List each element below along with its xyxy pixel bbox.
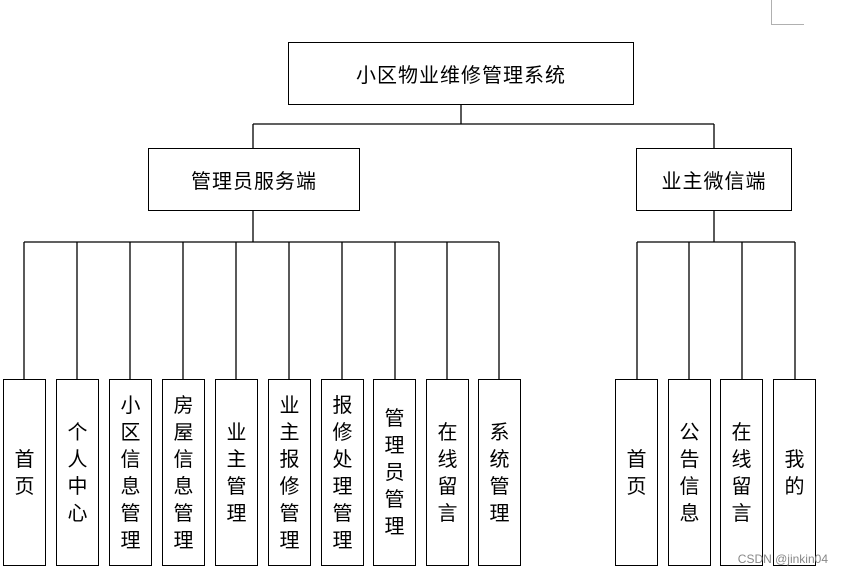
admin-child-node: 报修处理管理	[321, 379, 364, 566]
admin-child-node: 业主管理	[215, 379, 258, 566]
admin-child-label: 首页	[14, 446, 35, 498]
admin-child-label: 业主管理	[226, 419, 247, 525]
owner-label: 业主微信端	[661, 169, 767, 193]
admin-child-node: 首页	[3, 379, 46, 566]
owner-child-node: 公告信息	[668, 379, 711, 566]
admin-child-node: 系统管理	[478, 379, 521, 566]
admin-child-node: 业主报修管理	[268, 379, 311, 566]
owner-child-node: 在线留言	[720, 379, 763, 566]
owner-child-label: 在线留言	[731, 419, 752, 525]
root-label: 小区物业维修管理系统	[356, 63, 566, 87]
admin-child-node: 管理员管理	[373, 379, 416, 566]
admin-child-node: 小区信息管理	[109, 379, 152, 566]
admin-child-label: 个人中心	[67, 419, 88, 525]
admin-child-label: 房屋信息管理	[173, 392, 194, 552]
page-corner-mark	[771, 0, 804, 25]
admin-child-node: 在线留言	[426, 379, 469, 566]
admin-child-label: 报修处理管理	[332, 392, 353, 552]
admin-child-label: 业主报修管理	[279, 392, 300, 552]
owner-child-label: 首页	[626, 446, 647, 498]
owner-child-label: 我的	[784, 446, 805, 498]
admin-child-node: 房屋信息管理	[162, 379, 205, 566]
owner-node: 业主微信端	[636, 148, 792, 211]
admin-child-label: 小区信息管理	[120, 392, 141, 552]
watermark: CSDN @jinkin04	[737, 552, 828, 566]
admin-label: 管理员服务端	[191, 169, 317, 193]
admin-child-label: 系统管理	[489, 419, 510, 525]
owner-child-label: 公告信息	[679, 419, 700, 525]
root-node: 小区物业维修管理系统	[288, 42, 634, 105]
admin-child-label: 管理员管理	[384, 406, 405, 538]
admin-child-node: 个人中心	[56, 379, 99, 566]
owner-child-node: 我的	[773, 379, 816, 566]
admin-child-label: 在线留言	[437, 419, 458, 525]
admin-node: 管理员服务端	[148, 148, 360, 211]
owner-child-node: 首页	[615, 379, 658, 566]
